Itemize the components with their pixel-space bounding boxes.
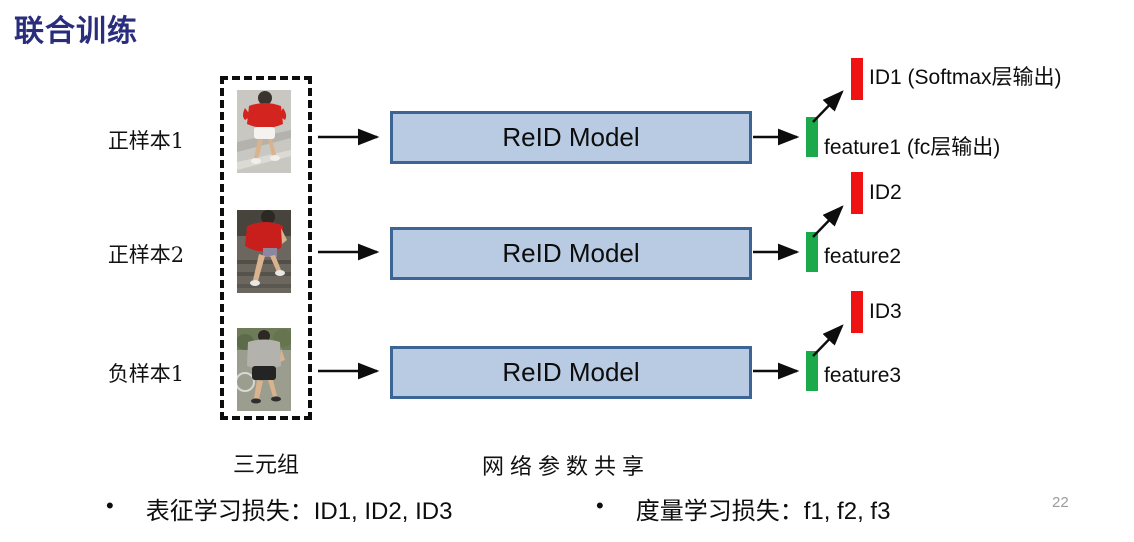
feature1-label: feature1 (fc层输出) xyxy=(824,136,1001,159)
bullet-metric-loss-text: 度量学习损失：f1, f2, f3 xyxy=(635,498,891,525)
triplet-dashed-box xyxy=(220,76,312,420)
triplet-caption: 三元组 xyxy=(232,453,299,478)
feature-bar-3 xyxy=(806,351,818,391)
feature2-label: feature2 xyxy=(824,245,902,268)
reid-model-box-3: ReID Model xyxy=(390,346,752,399)
id-bar-3 xyxy=(851,291,863,333)
person-photo-2-drawing xyxy=(237,210,291,293)
feature3-label: feature3 xyxy=(824,364,902,387)
person-photo-negative-1 xyxy=(237,328,291,411)
feature-bar-1 xyxy=(806,117,818,157)
bullet-representation-loss: • 表征学习损失：ID1, ID2, ID3 xyxy=(106,491,452,526)
bullet-representation-loss-text: 表征学习损失：ID1, ID2, ID3 xyxy=(145,498,453,525)
page-number: 22 xyxy=(1052,494,1069,511)
person-photo-positive-2 xyxy=(237,210,291,293)
bullet-metric-loss: • 度量学习损失：f1, f2, f3 xyxy=(596,491,890,526)
id-bar-1 xyxy=(851,58,863,100)
id1-label: ID1 (Softmax层输出) xyxy=(869,66,1062,89)
id3-label: ID3 xyxy=(869,300,902,323)
feature-bar-2 xyxy=(806,232,818,272)
id2-label: ID2 xyxy=(869,181,902,204)
shared-params-caption: 网络参数共享 xyxy=(482,455,651,480)
reid-model-box-2: ReID Model xyxy=(390,227,752,280)
sample-label-negative-1: 负样本1 xyxy=(107,362,185,386)
bullet-marker-icon: • xyxy=(596,493,604,518)
sample-label-positive-2: 正样本2 xyxy=(107,243,185,267)
slide-title: 联合训练 xyxy=(14,15,138,48)
person-photo-positive-1 xyxy=(237,90,291,173)
person-photo-3-drawing xyxy=(237,328,291,411)
person-photo-1-drawing xyxy=(237,90,291,173)
sample-label-positive-1: 正样本1 xyxy=(107,129,185,153)
reid-model-box-1: ReID Model xyxy=(390,111,752,164)
id-bar-2 xyxy=(851,172,863,214)
bullet-marker-icon: • xyxy=(106,493,114,518)
